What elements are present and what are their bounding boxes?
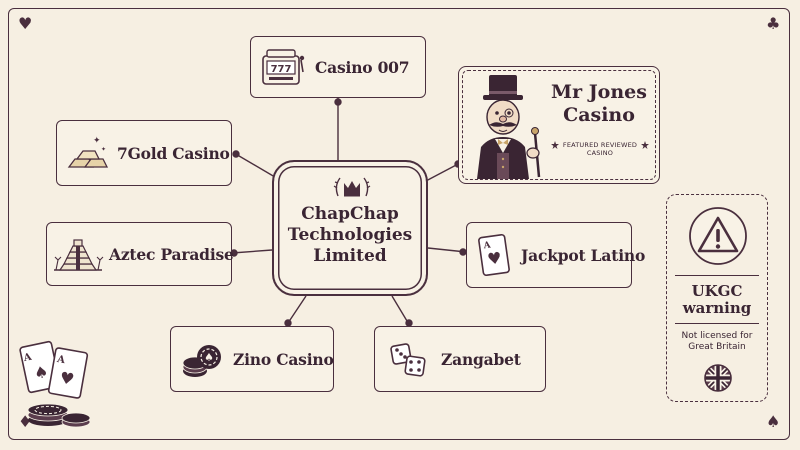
svg-text:✦: ✦ (101, 146, 106, 153)
name-line: ChapChap (301, 204, 399, 224)
brand-node-jackpot-latino[interactable]: A ♥ Jackpot Latino (466, 222, 645, 288)
dice-icon (375, 337, 441, 381)
svg-text:♠: ♠ (32, 362, 50, 384)
brand-node-7gold-casino[interactable]: ✦ ✦ 7Gold Casino (56, 120, 232, 186)
badge-line: FEATURED REVIEWED (562, 141, 638, 149)
brand-label: Jackpot Latino (521, 245, 646, 265)
parent-company-node[interactable]: ChapChap Technologies Limited (272, 160, 428, 296)
page-frame (8, 8, 790, 440)
svg-text:A: A (55, 354, 66, 366)
playing-card-icon: A ♥ (467, 232, 521, 278)
name-line: Limited (313, 246, 387, 266)
divider (675, 323, 759, 324)
star-icon (551, 141, 559, 149)
brand-label: Zino Casino (233, 349, 334, 369)
brand-node-aztec-paradise[interactable]: Aztec Paradise (46, 222, 234, 286)
uk-flag-icon (704, 364, 732, 392)
name-line: Mr Jones (551, 81, 647, 103)
brand-label: 7Gold Casino (117, 143, 230, 163)
parent-company-name: ChapChap Technologies Limited (274, 204, 426, 267)
slot-machine-icon: 777 (251, 48, 315, 86)
svg-text:♥: ♥ (486, 248, 503, 269)
warning-title: UKGC warning (667, 283, 767, 317)
poker-chips-icon: ♠ (171, 337, 233, 381)
brand-label: Casino 007 (315, 57, 410, 77)
name-line: Casino (563, 104, 635, 126)
subtitle-line: Great Britain (688, 342, 746, 352)
svg-text:A: A (482, 240, 492, 251)
gold-bars-icon: ✦ ✦ (57, 133, 117, 173)
divider (675, 275, 759, 276)
featured-brand-name: Mr Jones Casino (543, 81, 655, 127)
brand-node-casino-007[interactable]: 777 Casino 007 (250, 36, 426, 98)
title-line: UKGC (691, 282, 743, 300)
heart-suit-icon: ♥ (18, 14, 33, 33)
cards-and-chips-illustration: A ♠ A ♥ (19, 340, 91, 428)
title-line: warning (682, 299, 752, 317)
warning-triangle-icon (689, 207, 747, 265)
diamond-suit-icon: ♦ (18, 412, 33, 431)
brand-node-zangabet[interactable]: Zangabet (374, 326, 546, 392)
pyramid-icon (47, 234, 109, 274)
crown-laurel-icon (333, 177, 371, 197)
club-suit-icon: ♣ (766, 14, 781, 33)
featured-badge: FEATURED REVIEWED CASINO (551, 141, 649, 157)
star-icon (641, 141, 649, 149)
svg-text:A: A (22, 352, 33, 365)
featured-inner-border (462, 70, 656, 180)
brand-node-zino-casino[interactable]: ♠ Zino Casino (170, 326, 334, 392)
mascot-gentleman-icon (477, 75, 541, 179)
badge-line: CASINO (586, 149, 614, 157)
brand-label: Aztec Paradise (109, 244, 234, 264)
svg-text:777: 777 (271, 64, 292, 75)
featured-brand-card[interactable]: Mr Jones Casino FEATURED REVIEWED CASINO (458, 66, 660, 184)
subtitle-line: Not licensed for (681, 331, 753, 341)
brand-label: Zangabet (441, 349, 521, 369)
name-line: Technologies (287, 225, 413, 245)
svg-text:✦: ✦ (93, 136, 101, 146)
svg-text:♥: ♥ (58, 368, 75, 389)
ukgc-warning-panel: UKGC warning Not licensed for Great Brit… (666, 194, 768, 402)
spade-suit-icon: ♠ (766, 412, 781, 431)
warning-subtitle: Not licensed for Great Britain (667, 331, 767, 353)
svg-text:♠: ♠ (204, 351, 214, 364)
